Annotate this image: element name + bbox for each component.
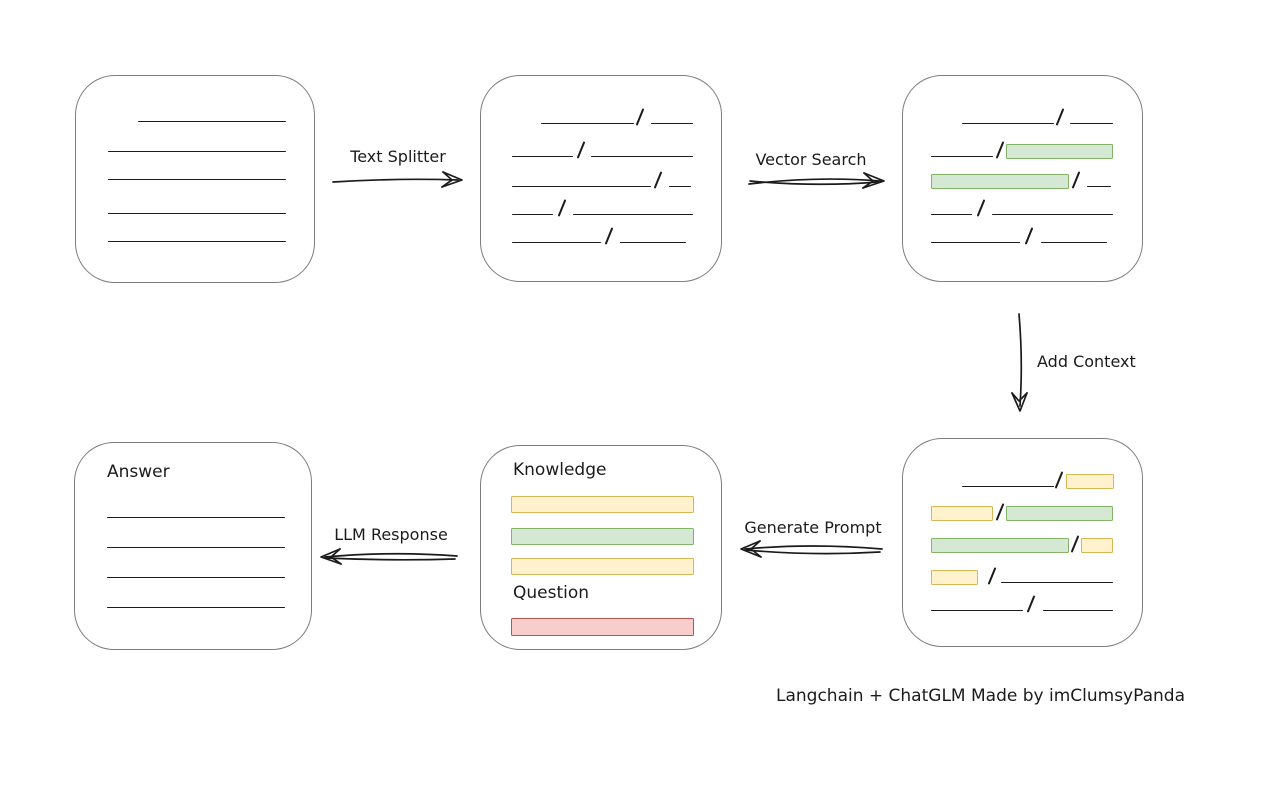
chunk-highlight-yellow bbox=[511, 496, 694, 513]
text-line bbox=[107, 547, 285, 548]
caption: Langchain + ChatGLM Made by imClumsyPand… bbox=[776, 686, 1185, 706]
text-line bbox=[931, 156, 993, 157]
text-line bbox=[931, 242, 1020, 243]
text-line bbox=[931, 214, 972, 215]
chunk-separator-slash bbox=[653, 171, 663, 189]
chunk-highlight-green bbox=[1006, 506, 1113, 521]
chunk-separator-slash bbox=[976, 199, 986, 217]
text-line bbox=[107, 607, 285, 608]
text-line bbox=[108, 179, 286, 180]
text-line bbox=[1070, 123, 1113, 124]
chunk-separator-slash bbox=[604, 227, 614, 245]
chunk-separator-slash bbox=[995, 141, 1005, 159]
vector-result-box bbox=[902, 75, 1143, 282]
chunk-separator-slash bbox=[995, 503, 1005, 521]
text-line bbox=[512, 242, 601, 243]
chunk-highlight-yellow bbox=[1081, 538, 1113, 553]
text-line bbox=[962, 486, 1054, 487]
llm-response-arrow bbox=[320, 548, 458, 565]
chunk-highlight-yellow bbox=[511, 558, 694, 575]
text-line bbox=[992, 214, 1113, 215]
text-line bbox=[962, 123, 1054, 124]
text-line bbox=[651, 123, 693, 124]
text-splitter-label: Text Splitter bbox=[350, 147, 446, 166]
text-line bbox=[512, 186, 651, 187]
text-line bbox=[669, 186, 691, 187]
chunk-highlight-green bbox=[931, 538, 1069, 553]
chunk-highlight-yellow bbox=[931, 506, 993, 521]
llm-response-label: LLM Response bbox=[334, 525, 448, 544]
chunk-highlight-yellow bbox=[931, 570, 978, 585]
chunk-highlight-green bbox=[1006, 144, 1113, 159]
chunk-highlight-green bbox=[511, 528, 694, 545]
chunk-highlight-red bbox=[511, 618, 694, 636]
add-context-label: Add Context bbox=[1037, 352, 1136, 371]
text-line bbox=[108, 241, 286, 242]
chunk-highlight-green bbox=[931, 174, 1069, 189]
add-context-arrow bbox=[1011, 313, 1028, 412]
answer-box: Answer bbox=[74, 442, 312, 650]
question-label: Question bbox=[513, 583, 590, 603]
knowledge-label: Knowledge bbox=[513, 460, 607, 480]
answer-label: Answer bbox=[107, 462, 170, 482]
chunk-separator-slash bbox=[1024, 227, 1034, 245]
text-line bbox=[512, 156, 573, 157]
chunk-separator-slash bbox=[576, 141, 586, 159]
text-line bbox=[1087, 186, 1111, 187]
document-box bbox=[75, 75, 315, 283]
text-line bbox=[1001, 582, 1113, 583]
vector-search-label: Vector Search bbox=[755, 150, 867, 169]
chunk-highlight-yellow bbox=[1066, 474, 1114, 489]
text-line bbox=[107, 577, 285, 578]
text-splitter-arrow bbox=[332, 171, 463, 188]
chunk-separator-slash bbox=[1070, 535, 1080, 553]
chunk-separator-slash bbox=[1055, 108, 1065, 126]
text-line bbox=[107, 517, 285, 518]
generate-prompt-arrow bbox=[740, 540, 883, 558]
chunk-separator-slash bbox=[1054, 471, 1064, 489]
text-line bbox=[573, 214, 693, 215]
text-line bbox=[138, 121, 286, 122]
chunk-separator-slash bbox=[987, 567, 997, 585]
text-line bbox=[108, 213, 286, 214]
text-line bbox=[108, 151, 286, 152]
text-line bbox=[512, 214, 553, 215]
chunk-separator-slash bbox=[1071, 171, 1081, 189]
generate-prompt-label: Generate Prompt bbox=[744, 518, 882, 537]
text-line bbox=[620, 242, 686, 243]
context-result-box bbox=[902, 438, 1143, 647]
text-line bbox=[1043, 610, 1113, 611]
text-line bbox=[931, 610, 1023, 611]
text-line bbox=[1041, 242, 1107, 243]
chunk-separator-slash bbox=[635, 108, 645, 126]
text-line bbox=[591, 156, 693, 157]
chunk-separator-slash bbox=[1026, 595, 1036, 613]
chunk-separator-slash bbox=[557, 199, 567, 217]
text-line bbox=[541, 123, 634, 124]
vector-search-arrow bbox=[748, 172, 885, 189]
split-text-box bbox=[480, 75, 722, 282]
